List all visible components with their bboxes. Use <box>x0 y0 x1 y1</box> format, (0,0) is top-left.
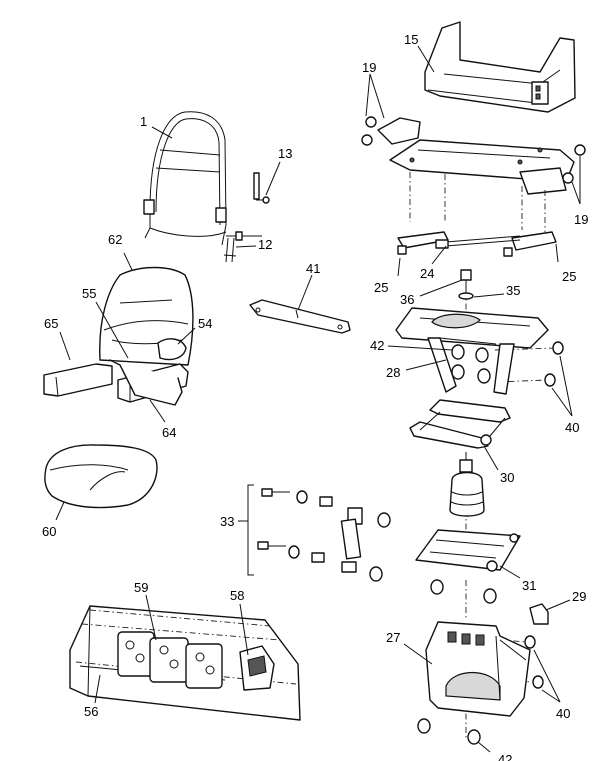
leader-42b <box>477 741 491 753</box>
callout-33: 33 <box>220 514 234 529</box>
callout-19b: 19 <box>574 212 588 227</box>
part-12-bracket <box>223 231 262 263</box>
armrest-left <box>43 363 113 397</box>
leader-15 <box>417 45 435 73</box>
leader-59 <box>145 594 157 641</box>
leader-36 <box>419 279 463 297</box>
callout-64: 64 <box>162 425 176 440</box>
part-30-link <box>409 399 511 449</box>
callout-40b: 40 <box>556 706 570 721</box>
callout-36: 36 <box>400 292 414 307</box>
part-29-clip <box>529 603 549 625</box>
part-19-washers-left <box>361 116 377 146</box>
callout-28: 28 <box>386 365 400 380</box>
leader-31 <box>499 565 521 579</box>
seat-back-lower-shell <box>109 338 187 406</box>
callout-12: 12 <box>258 237 272 252</box>
part-35-washer <box>458 292 474 300</box>
lower-bushings <box>430 579 497 604</box>
callout-54: 54 <box>198 316 212 331</box>
leader-19b <box>571 156 581 205</box>
part-24-crossbar <box>435 235 521 249</box>
callout-27: 27 <box>386 630 400 645</box>
callout-15: 15 <box>404 32 418 47</box>
part-25-rails <box>397 231 557 257</box>
callout-59: 59 <box>134 580 148 595</box>
leader-27 <box>403 643 433 665</box>
leader-42a <box>387 345 453 351</box>
callout-40a: 40 <box>565 420 579 435</box>
callout-19a: 19 <box>362 60 376 75</box>
callout-42a: 42 <box>370 338 384 353</box>
leader-24 <box>431 245 447 265</box>
slide-rail-assembly <box>377 117 575 195</box>
callout-41: 41 <box>306 261 320 276</box>
leader-40a <box>551 355 573 417</box>
part-28-upper-mount <box>395 307 549 395</box>
callout-1: 1 <box>140 114 147 129</box>
callout-58: 58 <box>230 588 244 603</box>
leader-41 <box>297 274 313 311</box>
part-59-valve-assembly <box>117 631 223 689</box>
leader-12 <box>235 245 257 248</box>
leader-40b <box>533 649 561 703</box>
part-31-lower-link <box>415 529 521 572</box>
callout-31: 31 <box>522 578 536 593</box>
part-42-bushings-upper <box>451 344 491 384</box>
part-40-washers-upper <box>544 341 564 387</box>
part-13-bolt <box>253 172 270 204</box>
part-58-valve <box>239 645 275 691</box>
callout-65: 65 <box>44 316 58 331</box>
leader-55 <box>95 301 129 359</box>
callout-60: 60 <box>42 524 56 539</box>
leader-30 <box>483 445 499 471</box>
callout-13: 13 <box>278 146 292 161</box>
part-19-washers-right <box>562 144 586 184</box>
part-15-seat-pan <box>424 21 576 113</box>
callout-42b: 42 <box>498 752 512 761</box>
part-33-hardware-kit <box>247 484 391 582</box>
leader-60 <box>55 501 65 521</box>
callout-30: 30 <box>500 470 514 485</box>
part-41-bar <box>249 299 351 334</box>
callout-25a: 25 <box>374 280 388 295</box>
leader-62 <box>123 252 133 271</box>
leader-64 <box>149 399 166 423</box>
air-spring <box>449 452 485 517</box>
leader-1 <box>151 126 173 139</box>
leader-65 <box>59 331 71 361</box>
leader-25a <box>397 257 401 277</box>
leader-56 <box>94 674 101 704</box>
leader-35 <box>473 293 505 298</box>
leader-13 <box>265 161 281 196</box>
part-40-washers-lower <box>524 635 544 689</box>
callout-24: 24 <box>420 266 434 281</box>
leader-19a <box>365 73 385 119</box>
part-27-base <box>425 621 531 717</box>
callout-35: 35 <box>506 283 520 298</box>
seat-back-frame <box>143 111 227 246</box>
callout-29: 29 <box>572 589 586 604</box>
leader-29 <box>545 599 571 611</box>
leader-58 <box>239 603 249 656</box>
part-36-bolt <box>460 269 472 292</box>
callout-62: 62 <box>108 232 122 247</box>
seat-cushion <box>44 444 158 509</box>
leader-54 <box>177 327 196 345</box>
callout-56: 56 <box>84 704 98 719</box>
leader-28 <box>405 359 447 371</box>
leader-25b <box>555 243 559 263</box>
callout-55: 55 <box>82 286 96 301</box>
part-42-bushings-lower <box>417 718 481 745</box>
callout-25b: 25 <box>562 269 576 284</box>
